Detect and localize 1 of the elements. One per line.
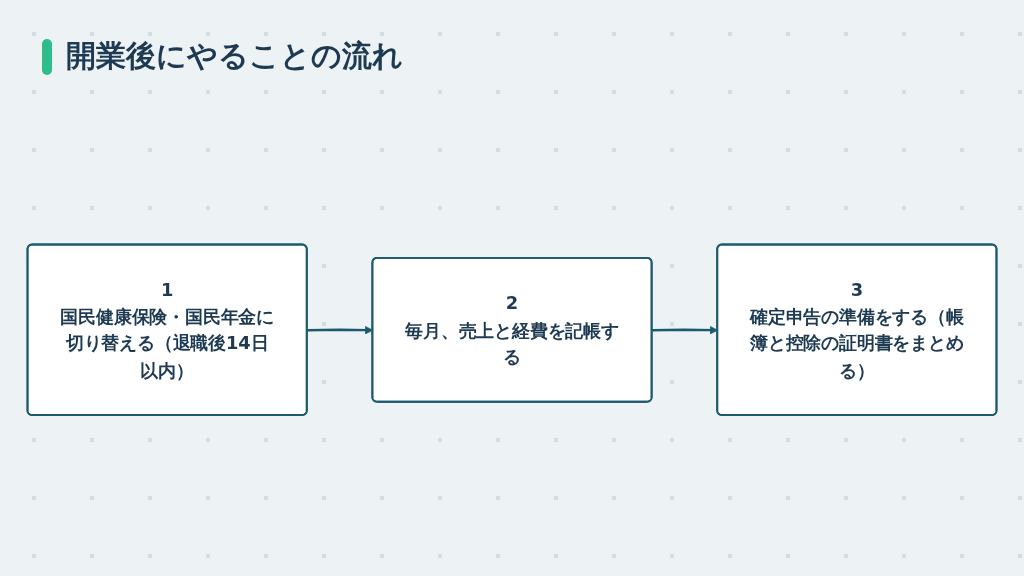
diagram-title: 開業後にやることの流れ — [66, 37, 403, 75]
